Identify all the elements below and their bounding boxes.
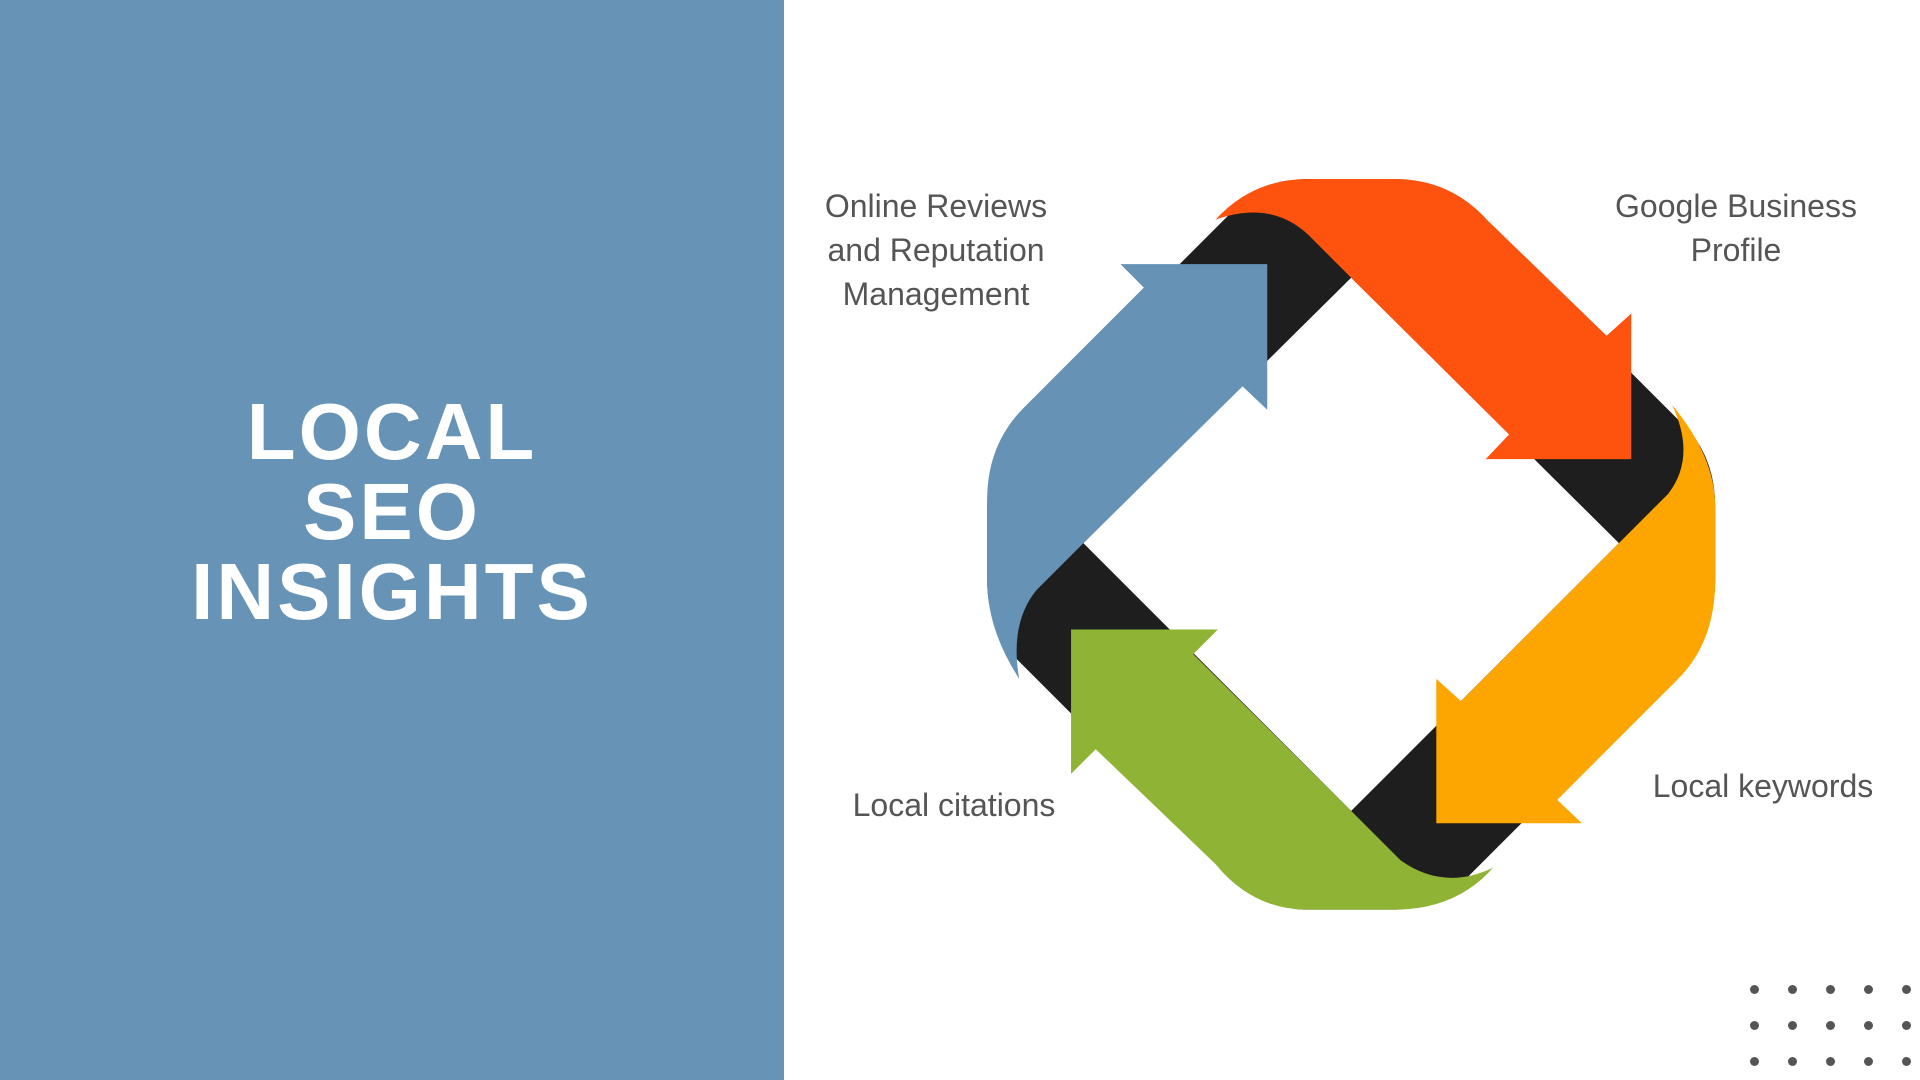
label-line: Management (842, 276, 1030, 312)
label-line: Google Business (1615, 188, 1857, 224)
arrow-local-keywords (1436, 404, 1716, 824)
dot (1826, 1057, 1835, 1066)
label-line: Online Reviews (824, 188, 1048, 224)
arrow-local-citations (1071, 629, 1494, 910)
title-line: SEO (303, 467, 481, 556)
title-line: INSIGHTS (191, 547, 593, 636)
label-line: and Reputation (827, 232, 1045, 268)
decorative-dot-grid (1750, 985, 1912, 1066)
label-online-reviews: Online Reviews and Reputation Management (825, 184, 1047, 316)
label-local-keywords: Local keywords (1653, 764, 1874, 808)
title-panel (0, 0, 784, 1080)
arrow-online-reviews (987, 264, 1268, 679)
label-line: Local keywords (1652, 768, 1874, 804)
dot (1864, 1057, 1873, 1066)
dot (1864, 985, 1873, 994)
label-line: Local citations (852, 787, 1056, 823)
dot (1902, 985, 1911, 994)
cycle-ring (987, 178, 1716, 910)
dot (1788, 1021, 1797, 1030)
dot (1864, 1021, 1873, 1030)
page-title: LOCAL SEO INSIGHTS (0, 392, 784, 632)
dot (1826, 1021, 1835, 1030)
dot (1788, 1057, 1797, 1066)
dot (1750, 985, 1759, 994)
label-line: Profile (1690, 232, 1782, 268)
label-local-citations: Local citations (853, 783, 1056, 827)
arrow-google-business-profile (1215, 178, 1632, 460)
title-line: LOCAL (246, 387, 538, 476)
dot (1902, 1057, 1911, 1066)
dot (1788, 985, 1797, 994)
dot (1902, 1021, 1911, 1030)
label-google-business-profile: Google Business Profile (1615, 184, 1857, 272)
dot (1826, 985, 1835, 994)
dot (1750, 1021, 1759, 1030)
dot (1750, 1057, 1759, 1066)
